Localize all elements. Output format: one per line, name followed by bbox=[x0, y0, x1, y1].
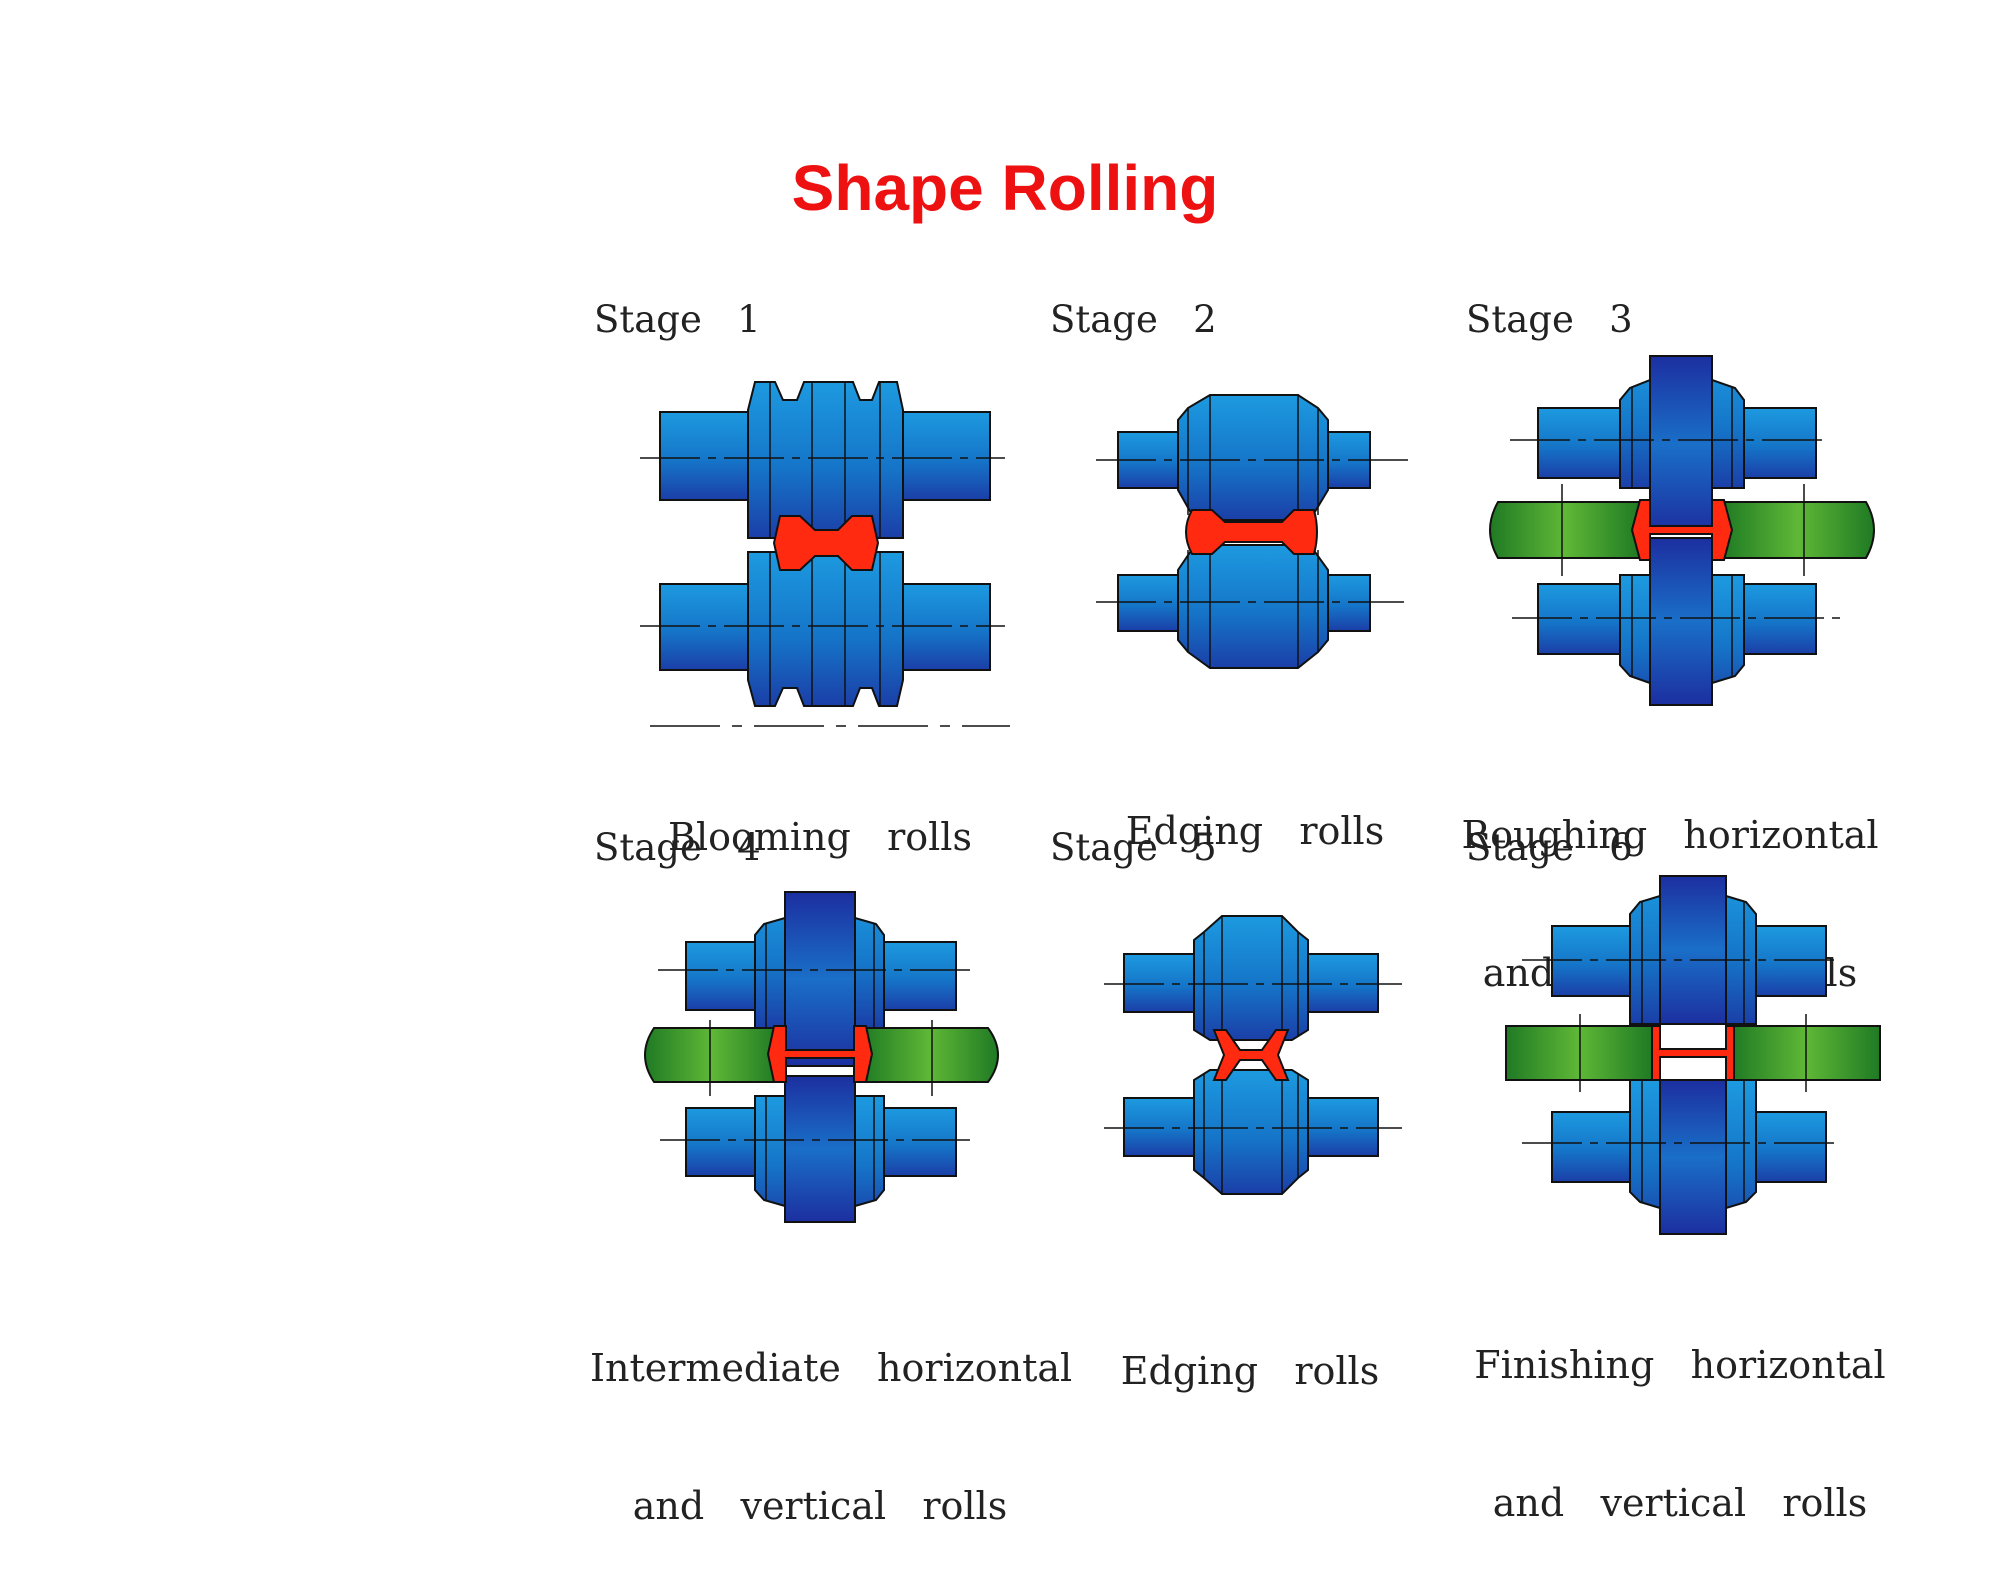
stage-5-caption: Edging rolls bbox=[1060, 1256, 1440, 1440]
stage-1-top-roll bbox=[640, 381, 1005, 539]
stage-6-left-vertical-roll bbox=[1505, 1025, 1653, 1081]
stage-2-caption-line-1: Edging rolls bbox=[1125, 809, 1385, 853]
stage-4-caption: Intermediate horizontal and vertical rol… bbox=[590, 1253, 1073, 1575]
stage-5-label: Stage 5 bbox=[1050, 826, 1217, 869]
page-title: Shape Rolling bbox=[791, 152, 1219, 224]
stage-2-bottom-roll bbox=[1096, 544, 1404, 669]
stage-1-blooming-rolls bbox=[640, 381, 1010, 727]
stage-1-label: Stage 1 bbox=[594, 298, 761, 341]
stage-2-edging-rolls bbox=[1096, 394, 1416, 669]
stage-4-workpiece bbox=[766, 1025, 874, 1083]
stage-4-intermediate-rolls bbox=[644, 891, 999, 1223]
stage-5-top-roll bbox=[1104, 915, 1402, 1041]
stage-1-caption: Blooming rolls bbox=[600, 722, 1040, 906]
stage-6-label: Stage 6 bbox=[1466, 826, 1633, 869]
stage-4-caption-line-1: Intermediate horizontal bbox=[590, 1346, 1073, 1390]
stage-5-caption-line-1: Edging rolls bbox=[1120, 1349, 1380, 1393]
stage-4-right-vertical-roll bbox=[860, 1027, 999, 1083]
stage-4-left-vertical-roll bbox=[644, 1027, 780, 1083]
stage-6-workpiece bbox=[1651, 1025, 1735, 1081]
stage-3-left-vertical-roll bbox=[1489, 501, 1642, 559]
stage-3-right-vertical-roll bbox=[1720, 501, 1875, 559]
stage-2-workpiece bbox=[1185, 509, 1318, 555]
stage-5-bottom-roll bbox=[1104, 1069, 1402, 1195]
stage-1-caption-line-1: Blooming rolls bbox=[668, 815, 972, 859]
stage-3-caption-line-1: Roughing horizontal bbox=[1461, 813, 1879, 857]
stage-4-top-roll bbox=[658, 891, 970, 1067]
stage-2-top-roll bbox=[1096, 394, 1416, 521]
stage-1-workpiece bbox=[772, 515, 880, 571]
stage-3-workpiece bbox=[1630, 499, 1734, 561]
stage-6-caption-line-1: Finishing horizontal bbox=[1474, 1343, 1886, 1387]
stage-2-label: Stage 2 bbox=[1050, 298, 1217, 341]
stage-3-roughing-rolls bbox=[1489, 355, 1875, 706]
stage-1-bottom-roll bbox=[640, 551, 1010, 727]
stage-5-edging-rolls bbox=[1104, 915, 1402, 1195]
stage-5-workpiece bbox=[1212, 1029, 1290, 1081]
rolling-stages-diagram bbox=[640, 355, 1881, 1235]
stage-6-top-roll bbox=[1522, 875, 1842, 1025]
stage-3-bottom-roll bbox=[1512, 537, 1848, 706]
stage-2-caption: Edging rolls bbox=[1060, 716, 1450, 900]
stage-3-top-roll bbox=[1510, 355, 1830, 533]
stage-4-label: Stage 4 bbox=[594, 826, 761, 869]
stage-3-label: Stage 3 bbox=[1466, 298, 1633, 341]
stage-6-finishing-rolls bbox=[1505, 875, 1881, 1235]
stage-4-bottom-roll bbox=[660, 1075, 970, 1223]
stage-6-bottom-roll bbox=[1522, 1079, 1842, 1235]
